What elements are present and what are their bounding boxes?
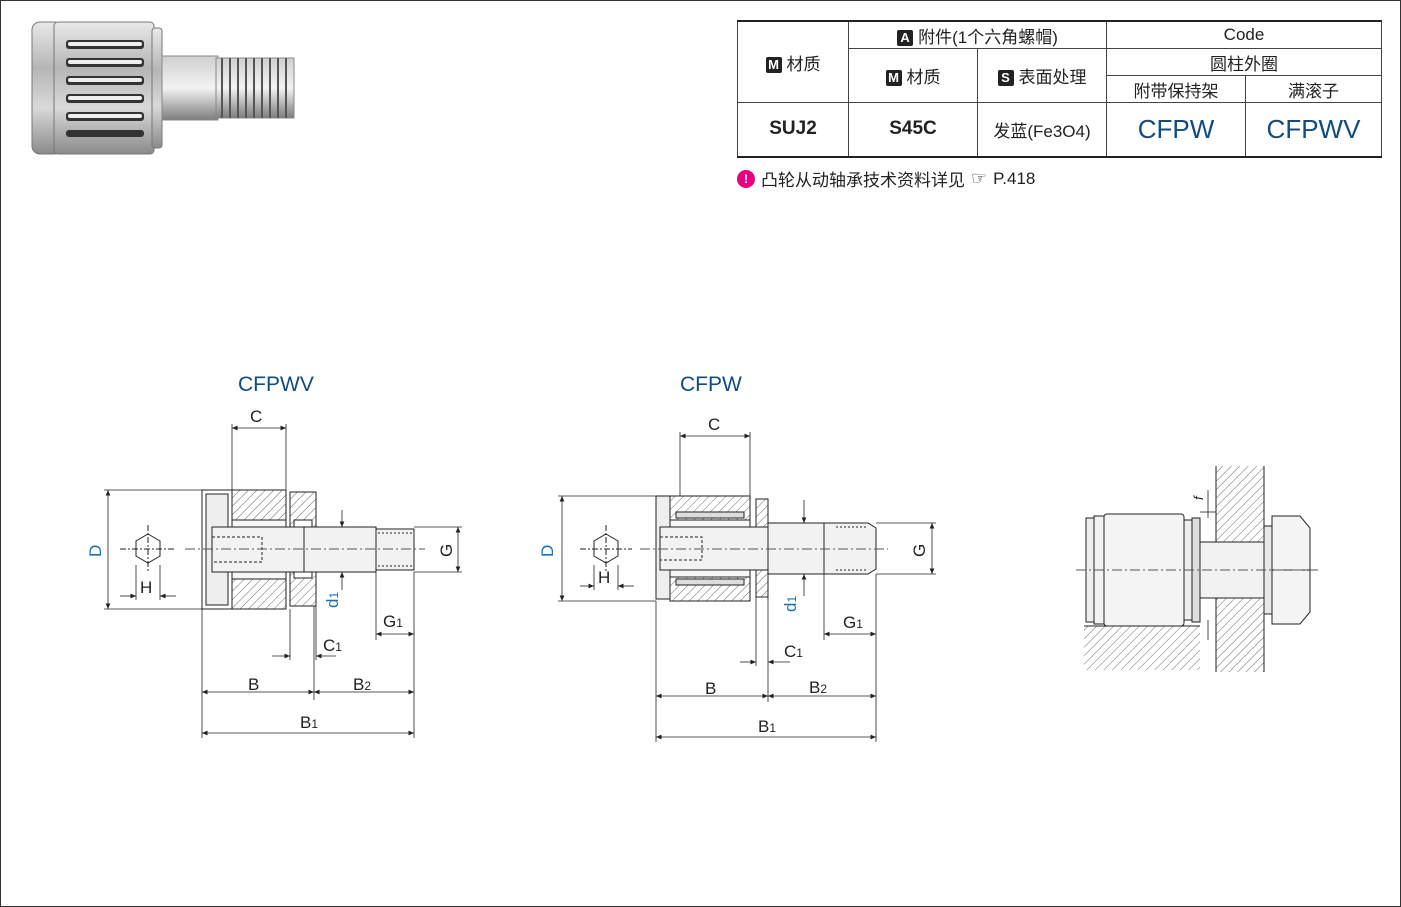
dim-f-right: f	[1191, 495, 1206, 500]
note-page-ref[interactable]: P.418	[993, 168, 1036, 188]
dim-c-mid: C	[708, 415, 720, 434]
dim-c1-left: C1	[323, 636, 342, 655]
product-photo	[31, 21, 295, 155]
drawing-mounting	[1076, 466, 1318, 672]
drawing-cfpw	[580, 495, 888, 602]
dim-g1-left: G1	[383, 612, 403, 631]
nut-material-value: S45C	[848, 102, 978, 158]
dim-c1-mid: C1	[784, 642, 803, 661]
dim-c-left: C	[250, 407, 262, 426]
with-cage-header: 附带保持架	[1106, 75, 1246, 103]
dim-b1-left: B1	[300, 713, 318, 732]
dim-g-left: G	[437, 544, 456, 557]
code-full-value: CFPWV	[1245, 102, 1382, 158]
pointing-hand-icon: ☞	[971, 168, 988, 188]
dim-g1-mid: G1	[843, 613, 863, 632]
full-roller-header: 满滚子	[1245, 75, 1382, 103]
badge-m: M	[765, 56, 782, 73]
code-cage-value: CFPW	[1106, 102, 1246, 158]
note-text: 凸轮从动轴承技术资料详见	[761, 171, 965, 190]
dim-d1-left: d1	[323, 592, 342, 608]
drawing-cfpwv	[120, 489, 425, 610]
dim-b2-mid: B2	[809, 678, 827, 697]
dim-b1-mid: B1	[758, 717, 776, 736]
tech-note: ! 凸轮从动轴承技术资料详见 ☞ P.418	[737, 166, 1035, 191]
dim-g-mid: G	[910, 544, 929, 557]
dim-b-left: B	[248, 675, 259, 694]
outer-ring-header: 圆柱外圈	[1106, 48, 1382, 76]
surface-value: 发蓝(Fe3O4)	[977, 102, 1107, 158]
material-value: SUJ2	[737, 102, 849, 158]
dim-d-mid: D	[538, 545, 557, 557]
dim-b-mid: B	[705, 679, 716, 698]
info-pin-icon: !	[737, 169, 755, 188]
dim-h-mid: H	[598, 568, 610, 587]
dim-d1-mid: d1	[781, 596, 800, 612]
dim-h-left: H	[140, 578, 152, 597]
drawing-title-cfpw: CFPW	[680, 373, 742, 396]
dim-d-left: D	[86, 545, 105, 557]
dim-b2-left: B2	[353, 675, 371, 694]
drawing-title-cfpwv: CFPWV	[238, 373, 314, 396]
